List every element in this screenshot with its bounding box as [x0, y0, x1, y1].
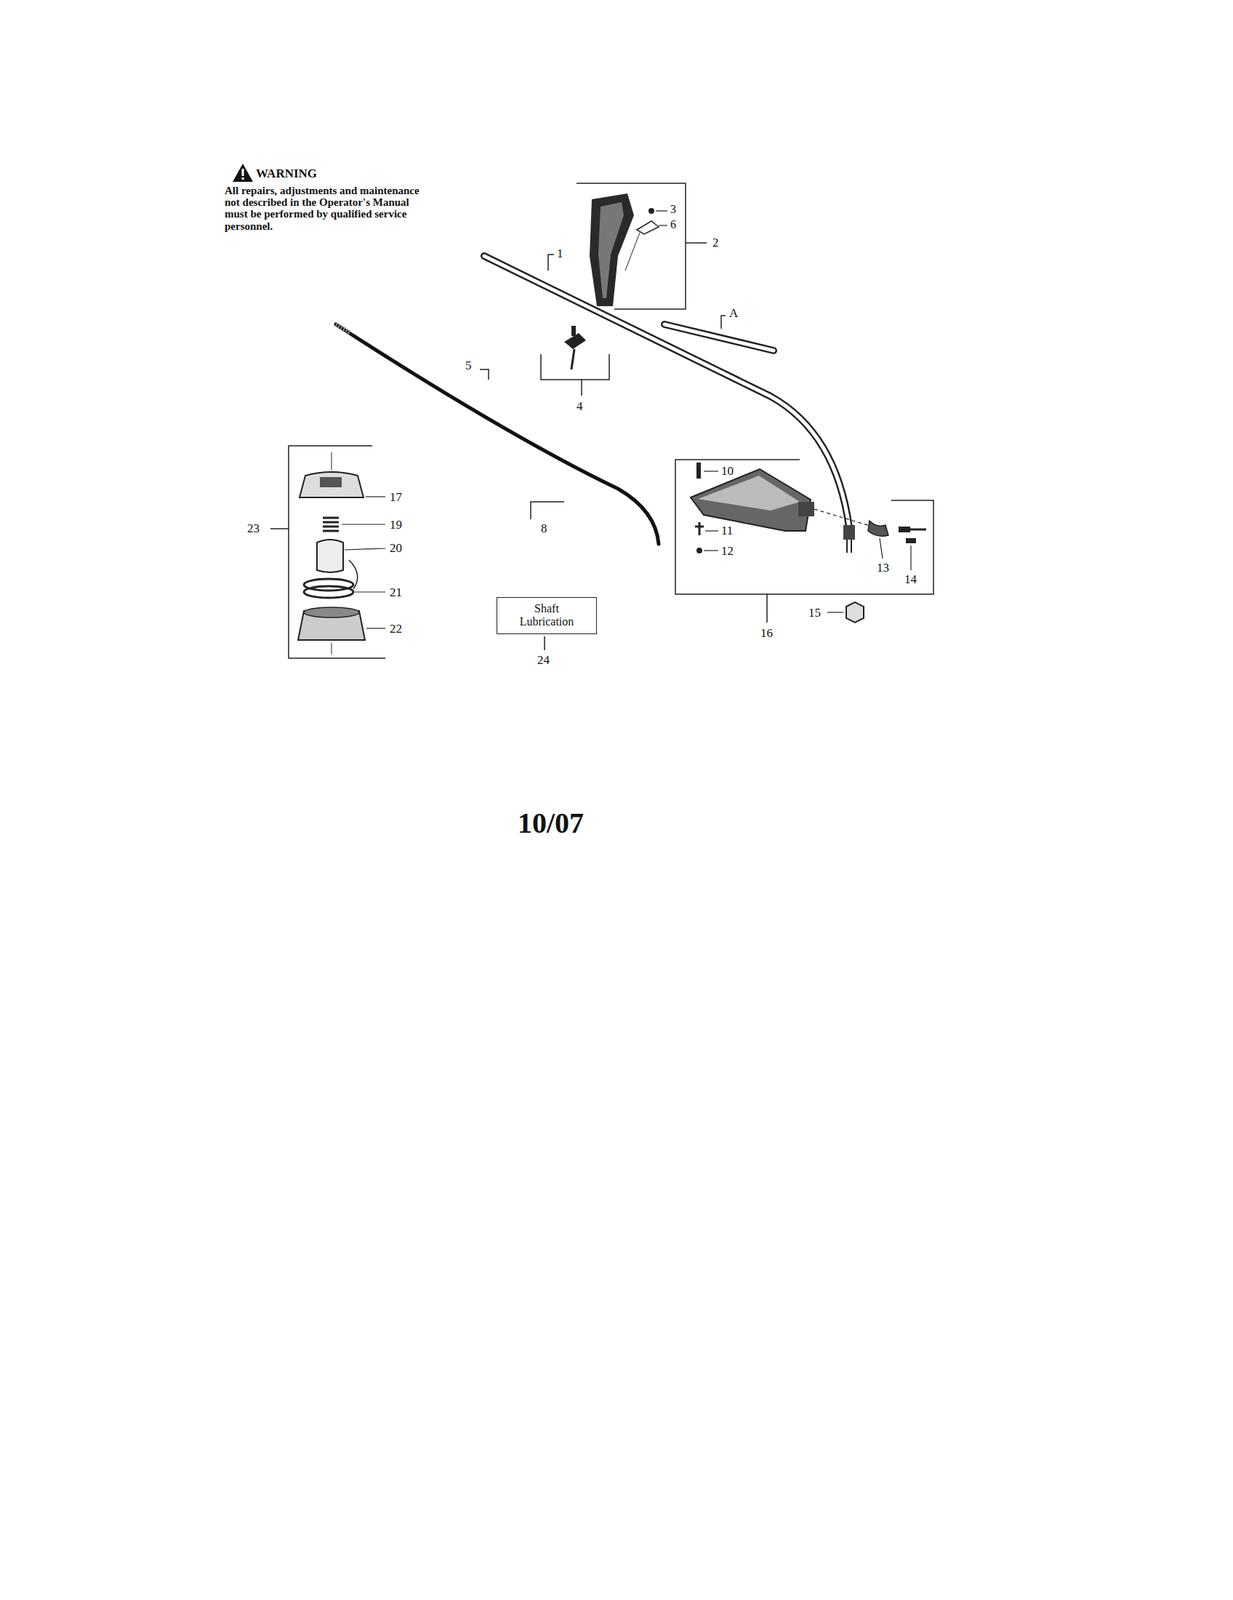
note-text: Shaft Lubrication [510, 601, 584, 628]
callout-number: 17 [389, 490, 403, 504]
callout-number: 10 [721, 464, 734, 477]
callout-number: 21 [389, 585, 403, 599]
callout-number: 6 [670, 218, 677, 231]
callout-number: 3 [670, 203, 677, 216]
callout-number: 20 [389, 541, 403, 554]
warning-note: All repairs, adjustments and maintenance… [224, 184, 423, 232]
callout-number: 24 [537, 653, 550, 666]
callout-number: 16 [760, 626, 773, 640]
callout-number: 13 [876, 561, 890, 574]
callout-number: 11 [721, 524, 733, 537]
callout-number: 15 [808, 606, 821, 619]
callout-number: 19 [389, 518, 403, 531]
date-code: 10/07 [517, 808, 584, 838]
callout-number: 2 [712, 236, 720, 249]
warning-heading: WARNING [255, 167, 317, 180]
callout-number: 14 [904, 572, 917, 586]
note-box: Shaft Lubrication [496, 596, 597, 634]
callout-number: A [729, 306, 738, 320]
callout-number: 22 [389, 622, 403, 635]
callout-number: 4 [576, 399, 584, 413]
callout-number: 1 [556, 247, 564, 260]
callout-number: 8 [540, 521, 548, 535]
callout-number: 12 [721, 544, 734, 557]
callout-number: 5 [465, 359, 472, 372]
callout-number: 23 [247, 521, 260, 535]
